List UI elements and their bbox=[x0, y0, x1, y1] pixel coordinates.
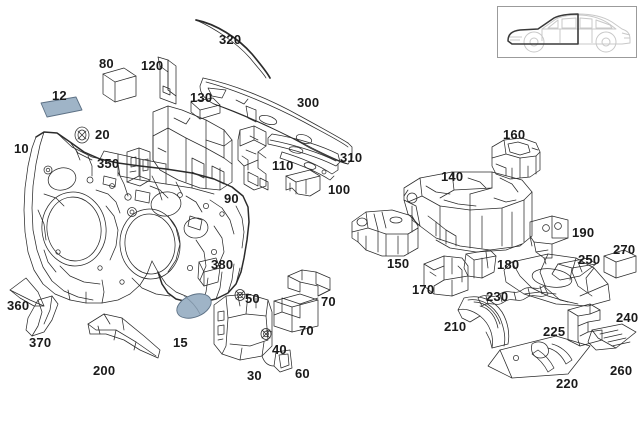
callout-number-70b[interactable]: 70 bbox=[299, 323, 314, 338]
callout-number-370[interactable]: 370 bbox=[29, 335, 52, 350]
part-350-bracket bbox=[126, 147, 151, 187]
callout-number-240[interactable]: 240 bbox=[616, 310, 639, 325]
part-190-bracket bbox=[529, 215, 569, 265]
callout-number-20[interactable]: 20 bbox=[95, 127, 110, 142]
part-240-floor-mat bbox=[503, 253, 611, 307]
callout-number-360[interactable]: 360 bbox=[7, 298, 30, 313]
part-120-bracket bbox=[157, 56, 177, 105]
part-230-corrugated-strip bbox=[477, 285, 549, 307]
part-80-block bbox=[102, 67, 137, 103]
part-260-ribbed-strip bbox=[587, 323, 637, 351]
part-70b-stepped-block bbox=[273, 293, 319, 333]
part-90-side-panel bbox=[152, 105, 233, 191]
part-160-module-cover bbox=[491, 137, 541, 180]
callout-number-15[interactable]: 15 bbox=[173, 335, 188, 350]
callout-number-270[interactable]: 270 bbox=[613, 242, 636, 257]
part-250-flap bbox=[551, 257, 597, 281]
part-180-scoop bbox=[463, 249, 497, 279]
part-320-seal-strip bbox=[195, 19, 271, 79]
callout-number-40[interactable]: 40 bbox=[272, 342, 287, 357]
callout-number-10[interactable]: 10 bbox=[14, 141, 29, 156]
callout-number-320[interactable]: 320 bbox=[219, 32, 242, 47]
callout-number-60[interactable]: 60 bbox=[295, 366, 310, 381]
callout-number-210[interactable]: 210 bbox=[444, 319, 467, 334]
part-300-cowl-cover bbox=[199, 77, 353, 165]
vehicle-location-thumbnail bbox=[497, 6, 637, 58]
part-380-panel bbox=[197, 257, 221, 287]
callout-number-12[interactable]: 12 bbox=[52, 88, 67, 103]
part-15-highlighted-plug bbox=[176, 293, 212, 319]
callout-number-90[interactable]: 90 bbox=[224, 191, 239, 206]
callout-number-260[interactable]: 260 bbox=[610, 363, 633, 378]
part-170-bracket bbox=[423, 255, 469, 297]
part-220-flat-mat bbox=[487, 335, 591, 379]
callout-number-30[interactable]: 30 bbox=[247, 368, 262, 383]
callout-number-230[interactable]: 230 bbox=[486, 289, 509, 304]
part-10-firewall-insulation bbox=[23, 131, 250, 304]
callout-number-140[interactable]: 140 bbox=[441, 169, 464, 184]
part-210-wheel-liner bbox=[457, 296, 510, 349]
callout-number-70a[interactable]: 70 bbox=[321, 294, 336, 309]
callout-number-160[interactable]: 160 bbox=[503, 127, 526, 142]
callout-number-250[interactable]: 250 bbox=[578, 252, 601, 267]
part-150-tunnel-insulation bbox=[351, 209, 419, 257]
callout-number-120[interactable]: 120 bbox=[141, 58, 164, 73]
part-100-scoop bbox=[285, 169, 321, 197]
part-310-lower-strip bbox=[267, 133, 341, 181]
part-20-grommet bbox=[74, 126, 90, 144]
callout-number-130[interactable]: 130 bbox=[190, 90, 213, 105]
callout-number-380[interactable]: 380 bbox=[211, 257, 234, 272]
part-60-pad bbox=[261, 349, 293, 373]
callout-number-350[interactable]: 350 bbox=[97, 156, 120, 171]
callout-number-200[interactable]: 200 bbox=[93, 363, 116, 378]
callout-number-310[interactable]: 310 bbox=[340, 150, 363, 165]
callout-number-225[interactable]: 225 bbox=[543, 324, 566, 339]
callout-number-100[interactable]: 100 bbox=[328, 182, 351, 197]
part-270-block bbox=[603, 249, 637, 279]
vehicle-silhouette bbox=[507, 13, 631, 53]
callout-number-150[interactable]: 150 bbox=[387, 256, 410, 271]
callout-number-170[interactable]: 170 bbox=[412, 282, 435, 297]
callout-number-180[interactable]: 180 bbox=[497, 257, 520, 272]
callout-number-190[interactable]: 190 bbox=[572, 225, 595, 240]
callout-number-110[interactable]: 110 bbox=[272, 158, 294, 173]
part-40-clip bbox=[260, 328, 272, 340]
callout-number-50[interactable]: 50 bbox=[245, 291, 260, 306]
part-110-bracket bbox=[237, 125, 269, 191]
part-12-highlighted-strip bbox=[40, 96, 83, 118]
part-370-hook bbox=[25, 295, 59, 337]
part-70a-channel bbox=[287, 269, 331, 297]
callout-number-300[interactable]: 300 bbox=[297, 95, 320, 110]
callout-number-220[interactable]: 220 bbox=[556, 376, 579, 391]
part-30-side-cover bbox=[213, 293, 273, 361]
part-225-bracket bbox=[567, 303, 603, 347]
callout-number-80[interactable]: 80 bbox=[99, 56, 114, 71]
part-200-sill-trim bbox=[87, 313, 161, 359]
